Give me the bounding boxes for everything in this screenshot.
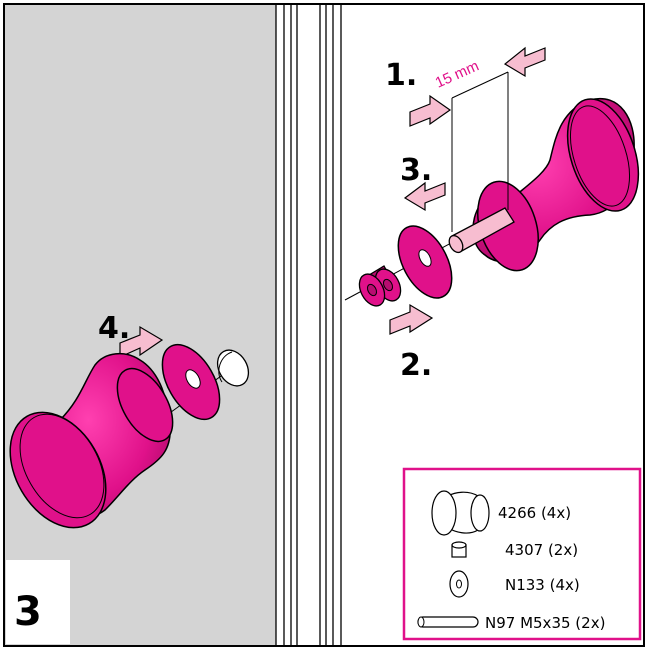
bolt [448,207,515,254]
step-2-label: 2. [400,348,432,383]
cap-left [216,349,250,387]
arrow-2 [389,303,434,335]
step-1-label: 1. [385,58,417,93]
spacer-right [358,265,402,307]
parts-list: 4266 (4x) 4307 (2x) N133 (4x) N97 M5x35 … [402,467,642,641]
step-3-label: 3. [400,153,432,188]
arrow-3 [403,181,446,212]
panel-number: 3 [14,589,42,635]
part-code-n97: N97 M5x35 (2x) [485,614,605,632]
door-profile [275,5,342,645]
bolt-icon [417,616,479,628]
spacer-icon [451,541,467,558]
washer-icon [449,570,469,598]
part-code-n133: N133 (4x) [505,576,580,594]
arrow-1-left [409,94,452,127]
knob-icon [431,490,490,536]
washer-right [397,225,453,299]
knob-left [9,353,174,529]
part-code-4307: 4307 (2x) [505,541,578,559]
washer-left [161,343,221,421]
panel-number-box: 3 [6,560,70,644]
cabinet-wall [5,5,276,645]
step-4-label: 4. [98,311,130,346]
part-code-4266: 4266 (4x) [498,504,571,522]
arrow-1-right [503,46,546,78]
